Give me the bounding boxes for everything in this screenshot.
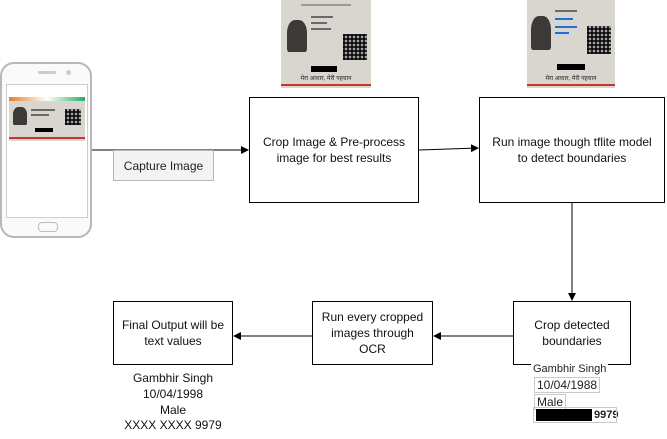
- card-photo: [287, 20, 307, 52]
- output-dob: 10/04/1998: [142, 387, 204, 401]
- card-image-detected: मेरा आधार, मेरी पहचान: [527, 0, 615, 88]
- cropped-number-redaction: [536, 409, 592, 421]
- output-number: XXXX XXXX 9979: [124, 418, 222, 432]
- step-crop-preprocess: Crop Image & Pre-process image for best …: [249, 97, 419, 203]
- card-redaction: [311, 66, 337, 72]
- capture-image-button[interactable]: Capture Image: [113, 150, 214, 181]
- phone-screen: [6, 84, 88, 218]
- card-redaction: [35, 128, 53, 132]
- cropped-number-frame: [533, 407, 617, 423]
- card-image-cropped: मेरा आधार, मेरी पहचान: [281, 0, 371, 88]
- card-caption: मेरा आधार, मेरी पहचान: [545, 76, 597, 82]
- output-gender: Male: [159, 403, 186, 417]
- cropped-dob-field: 10/04/1988: [534, 377, 601, 393]
- output-name: Gambhir Singh: [132, 371, 214, 385]
- phone-home-button: [38, 222, 58, 232]
- card-photo: [531, 16, 551, 50]
- step-ocr: Run every cropped images through OCR: [312, 301, 433, 365]
- cropped-gender-field: Male: [534, 394, 567, 410]
- card-qr-code: [343, 34, 367, 60]
- step-crop-detected: Crop detected boundaries: [513, 301, 631, 365]
- card-caption: मेरा आधार, मेरी पहचान: [300, 76, 352, 82]
- phone-camera-icon: [66, 70, 71, 75]
- card-redaction: [557, 64, 585, 70]
- phone-mockup: [0, 62, 92, 238]
- phone-card-image: [9, 97, 85, 141]
- card-qr-code: [587, 26, 611, 54]
- step-final-output: Final Output will be text values: [113, 301, 233, 365]
- cropped-number-tail: 9979: [592, 408, 621, 422]
- arrow-crop-to-tflite: [418, 144, 479, 153]
- cropped-name-field: Gambhir Singh: [531, 362, 609, 376]
- step-tflite-detect: Run image though tflite model to detect …: [479, 97, 665, 203]
- card-photo: [13, 107, 27, 125]
- phone-speaker: [38, 71, 56, 74]
- card-qr-code: [65, 109, 81, 125]
